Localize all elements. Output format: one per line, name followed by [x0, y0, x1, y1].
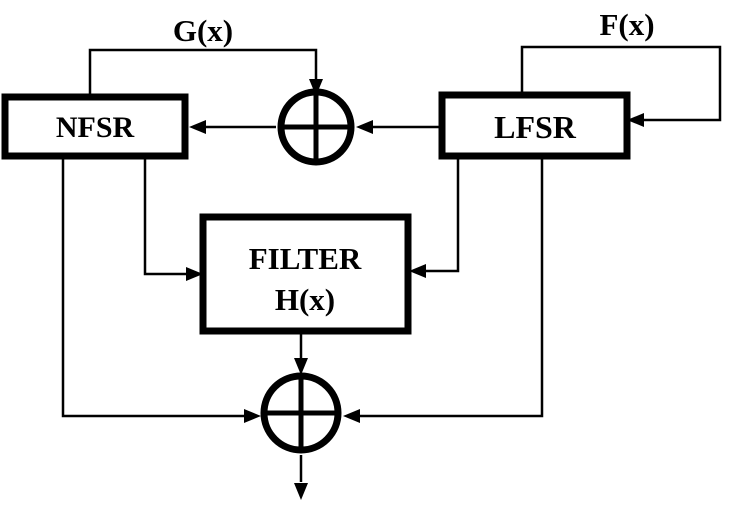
arrow-into-lower-xor-right — [343, 409, 360, 423]
nfsr-to-output-xor-wire — [61, 157, 246, 418]
filter-label: FILTER — [249, 241, 362, 276]
arrow-into-filter-right — [409, 264, 426, 278]
g-feedback-wire — [88, 48, 318, 95]
arrow-into-lower-xor-top — [294, 358, 308, 375]
arrow-into-lfsr-right — [627, 113, 644, 127]
upper-xor-symbol — [277, 88, 355, 166]
arrow-into-upper-xor-top — [309, 79, 323, 96]
arrow-into-filter-left — [186, 267, 203, 281]
nfsr-label: NFSR — [56, 111, 135, 144]
lfsr-block: LFSR — [438, 91, 631, 160]
lfsr-to-filter-wire — [424, 157, 460, 273]
arrow-into-lower-xor-left — [244, 409, 261, 423]
g-function-label: G(x) — [173, 13, 233, 48]
arrow-into-upper-xor-right — [356, 120, 373, 134]
lfsr-to-output-xor-wire — [358, 157, 544, 418]
filter-block: FILTER H(x) — [199, 213, 412, 335]
arrowheads — [186, 79, 644, 500]
arrow-into-nfsr — [189, 120, 206, 134]
filter-function-label: H(x) — [275, 282, 335, 317]
nfsr-to-filter-wire — [143, 157, 188, 276]
output-arrow — [294, 483, 308, 500]
nfsr-block: NFSR — [1, 93, 189, 160]
output-xor-symbol — [260, 372, 342, 454]
f-feedback-wire — [520, 45, 722, 122]
lfsr-label: LFSR — [494, 109, 577, 145]
connections — [61, 45, 722, 482]
f-function-label: F(x) — [599, 7, 654, 42]
